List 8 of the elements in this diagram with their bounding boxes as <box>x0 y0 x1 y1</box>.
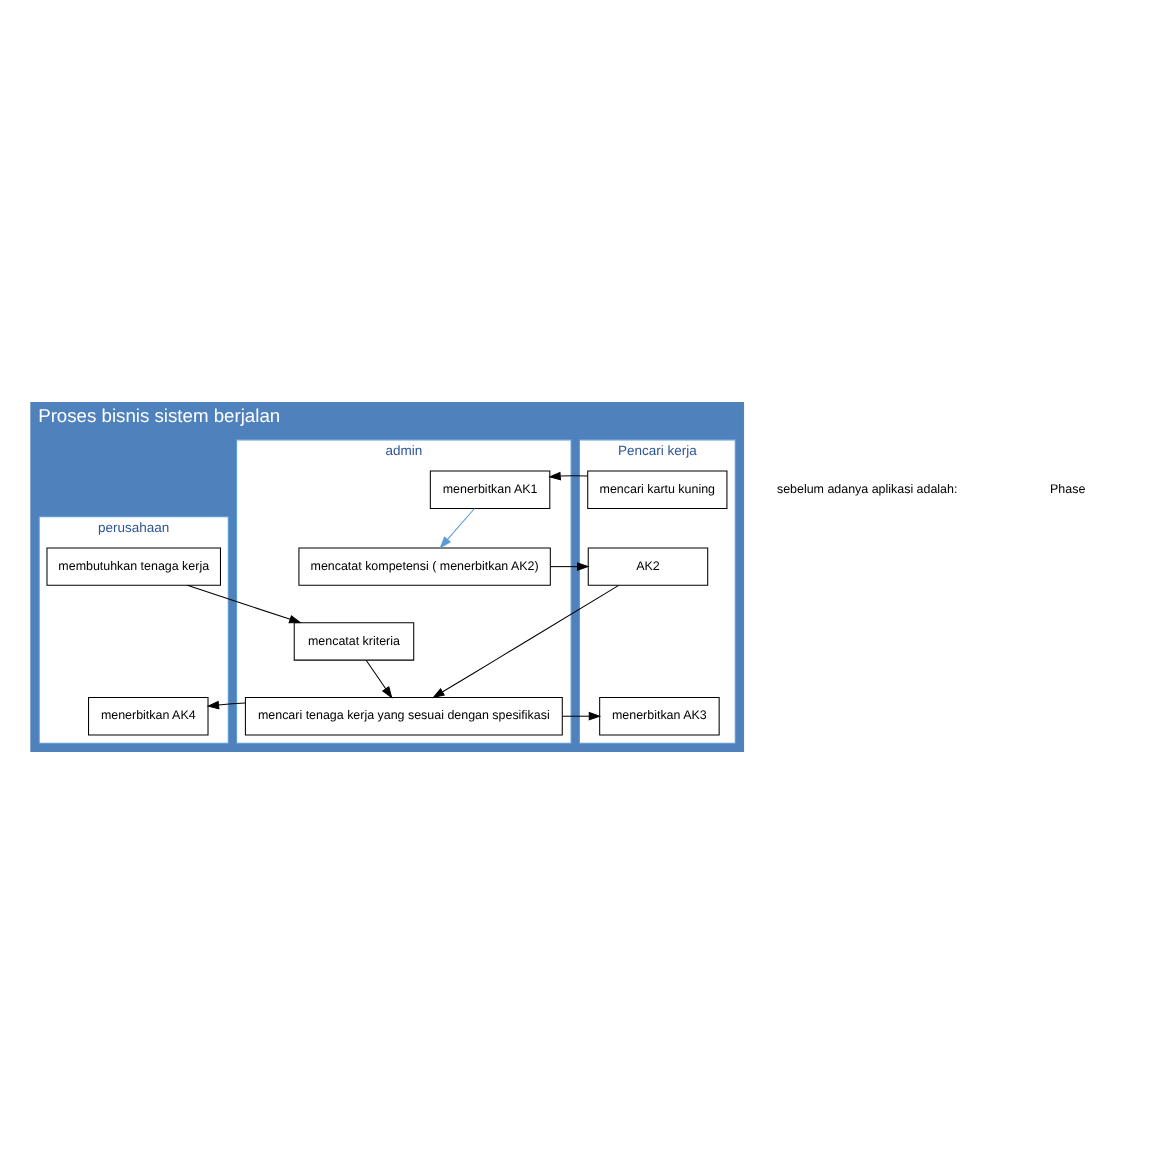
arrow <box>548 470 589 480</box>
arrow <box>206 699 246 709</box>
arrow <box>550 561 590 570</box>
arrow <box>562 710 602 720</box>
arrow <box>439 507 476 548</box>
arrow <box>365 658 393 698</box>
arrow <box>432 583 620 698</box>
arrow <box>186 583 302 623</box>
